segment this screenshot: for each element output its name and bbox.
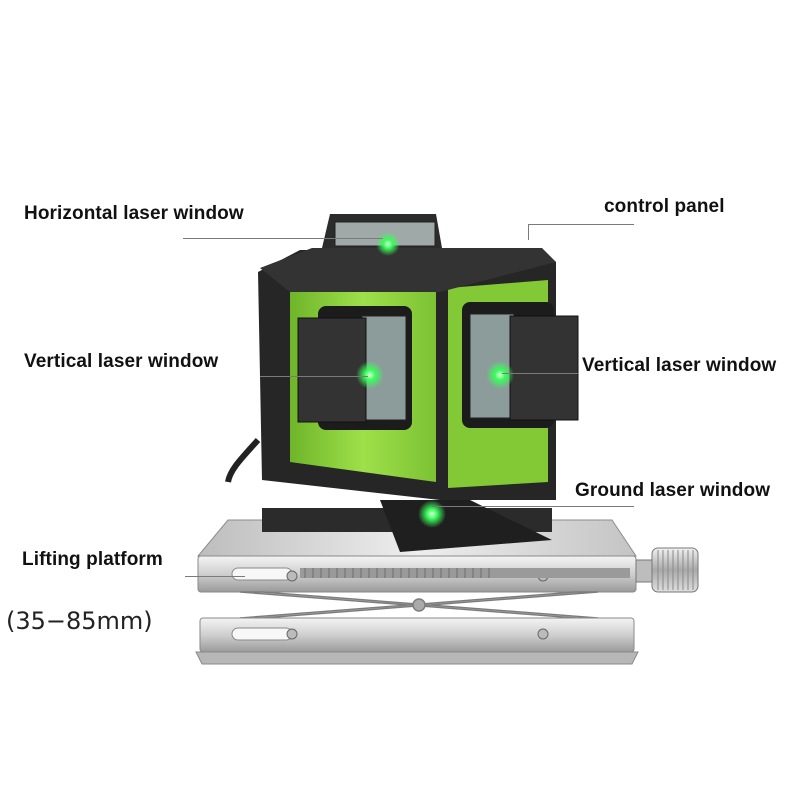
platform-base-plate: [195, 651, 639, 665]
label-lifting-platform: Lifting platform: [22, 549, 163, 570]
height-range-text: (35−85mm): [6, 607, 153, 635]
leader-horizontal-window: [183, 238, 383, 239]
adjustment-knob-icon: [635, 547, 699, 593]
label-ground-window: Ground laser window: [575, 480, 771, 501]
leader-vertical-window-left: [260, 376, 368, 377]
leader-control-panel-drop: [528, 224, 529, 240]
ground-window-shape: [418, 500, 446, 528]
label-horizontal-window: Horizontal laser window: [24, 203, 244, 224]
horizontal-window-shape: [322, 214, 442, 256]
vertical-window-left-shape: [297, 306, 412, 430]
vertical-window-right-shape: [462, 302, 579, 428]
scissor-arms: [239, 591, 599, 619]
device-top-cap: [260, 248, 556, 292]
leader-vertical-window-right: [502, 373, 578, 374]
leader-ground-window: [432, 506, 634, 507]
label-vertical-window-left: Vertical laser window: [24, 351, 219, 372]
lifting-platform-shape: [195, 519, 639, 665]
laser-level-icon: [225, 214, 579, 552]
leader-lifting-platform: [185, 576, 245, 577]
label-vertical-window-right: Vertical laser window: [582, 355, 777, 376]
label-control-panel: control panel: [604, 196, 725, 217]
leader-control-panel: [528, 224, 634, 225]
